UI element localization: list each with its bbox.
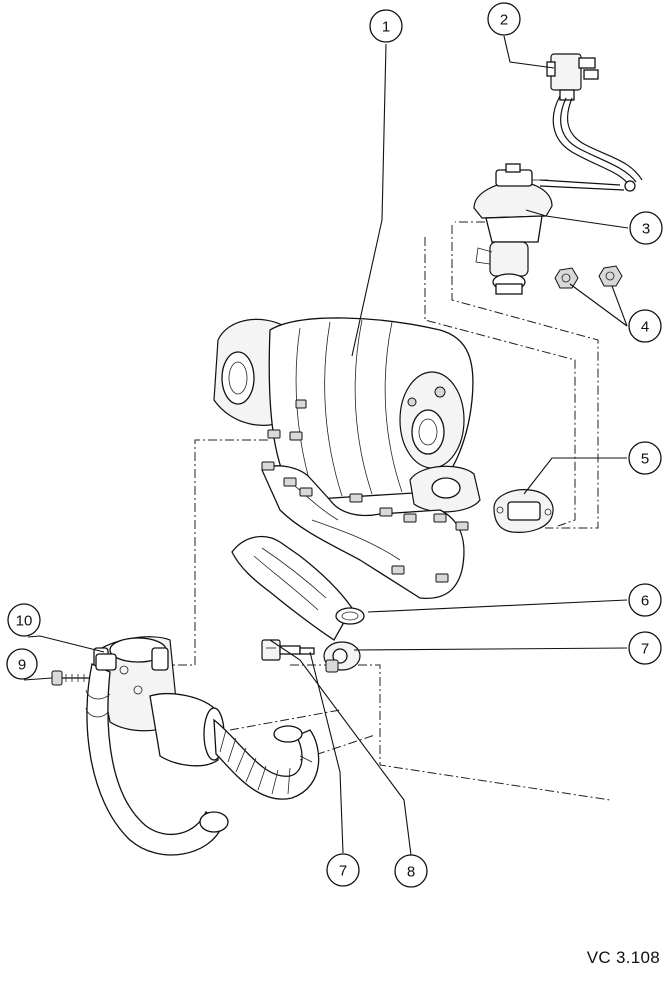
leader-3 xyxy=(525,209,629,229)
callout-7-right: 7 xyxy=(628,631,662,665)
callout-10: 10 xyxy=(7,603,41,637)
inlet-duct-shield xyxy=(231,535,353,641)
clip-ring xyxy=(335,607,365,625)
exhaust-manifold-heatshield xyxy=(213,317,481,600)
leader-5 xyxy=(523,457,627,495)
figure-reference-code: VC 3.108 xyxy=(586,948,660,967)
leader-9 xyxy=(23,677,53,681)
callouts: 1 2 3 4 5 6 7 7 xyxy=(6,2,663,888)
callout-2-label: 2 xyxy=(500,12,508,29)
leader-2 xyxy=(503,35,555,69)
assembly-guide-lines xyxy=(165,221,611,801)
callout-5-label: 5 xyxy=(641,451,649,468)
leader-4b xyxy=(611,285,628,327)
callout-10-label: 10 xyxy=(16,613,33,630)
egr-valve-nuts xyxy=(554,265,623,289)
sensor-lower xyxy=(261,639,315,661)
sensor-upper xyxy=(323,641,361,673)
callout-1: 1 xyxy=(369,9,403,43)
leader-10 xyxy=(27,635,105,653)
egr-valve xyxy=(473,163,553,295)
callout-3: 3 xyxy=(629,211,663,245)
egr-cooler-assembly xyxy=(85,636,320,856)
cooler-bolt xyxy=(51,670,90,686)
callout-8: 8 xyxy=(394,854,428,888)
callout-1-label: 1 xyxy=(382,19,390,36)
egr-gasket xyxy=(493,489,554,533)
leader-7b xyxy=(309,651,344,854)
callout-2: 2 xyxy=(487,2,521,36)
callout-6: 6 xyxy=(628,583,662,617)
callout-8-label: 8 xyxy=(407,864,415,881)
callout-5: 5 xyxy=(628,441,662,475)
callout-9: 9 xyxy=(6,648,38,680)
callout-7-bottom-label: 7 xyxy=(339,863,347,880)
leader-6 xyxy=(367,599,628,613)
leader-7a xyxy=(353,647,628,651)
leader-1 xyxy=(351,43,387,357)
callout-4-label: 4 xyxy=(641,319,649,336)
callout-3-label: 3 xyxy=(642,221,650,238)
callout-9-label: 9 xyxy=(18,657,26,674)
vacuum-modulator-assembly xyxy=(539,53,643,192)
callout-7-right-label: 7 xyxy=(641,641,649,658)
leader-4a xyxy=(569,283,628,327)
callout-7-bottom: 7 xyxy=(326,853,360,887)
callout-4: 4 xyxy=(628,309,662,343)
leader-lines xyxy=(23,35,629,856)
callout-6-label: 6 xyxy=(641,593,649,610)
leader-8 xyxy=(269,639,412,856)
